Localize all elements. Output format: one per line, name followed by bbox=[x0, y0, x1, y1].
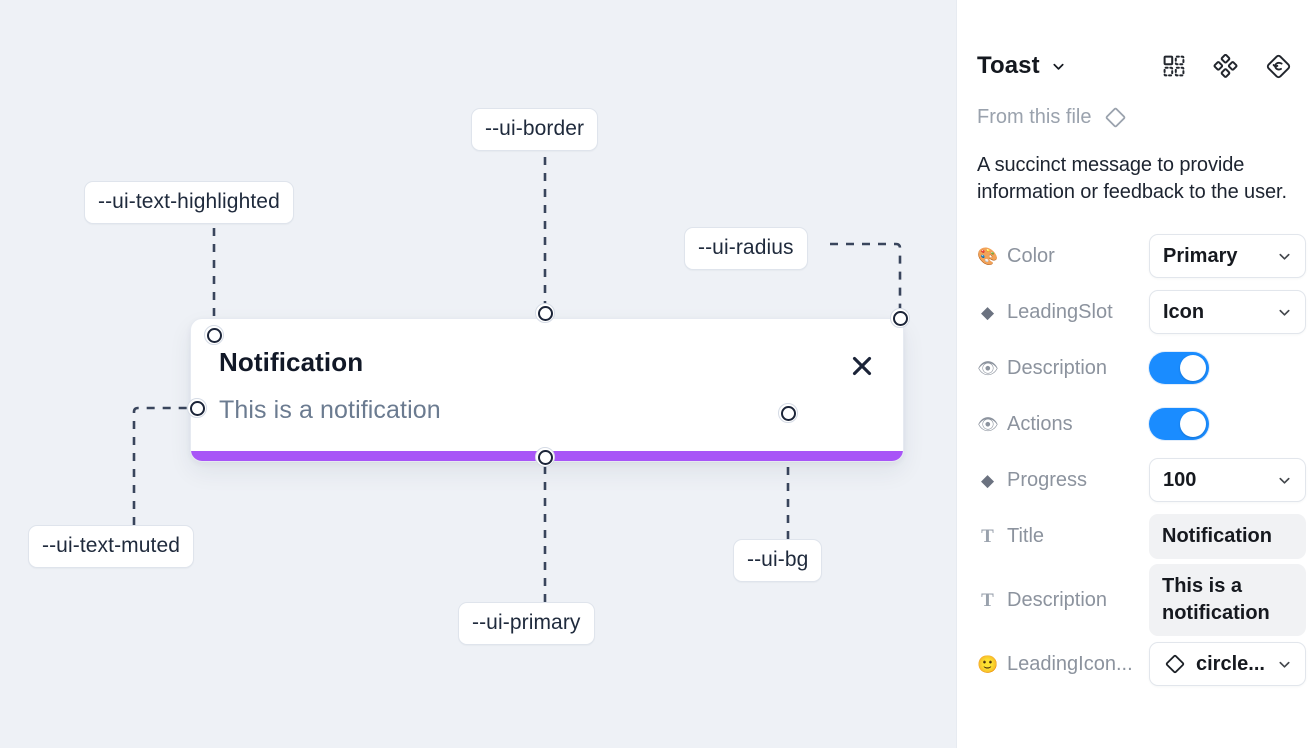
property-row-description-text: T Description This is a notification bbox=[973, 564, 1306, 637]
property-row-progress: ◆ Progress 100 bbox=[973, 452, 1306, 508]
property-label-progress: ◆ Progress bbox=[977, 469, 1149, 492]
color-select-value: Primary bbox=[1163, 244, 1238, 267]
eye-emoji-icon: 👁 bbox=[977, 358, 999, 378]
text-t-icon: T bbox=[981, 589, 994, 611]
toggle-knob bbox=[1180, 355, 1206, 382]
properties-panel: Toast bbox=[956, 0, 1312, 748]
text-t-icon: T bbox=[981, 525, 994, 547]
diamond-icon: ◆ bbox=[980, 302, 995, 322]
title-input[interactable]: Notification bbox=[1149, 513, 1306, 559]
progress-select[interactable]: 100 bbox=[1149, 458, 1306, 503]
property-name: Color bbox=[1007, 244, 1055, 267]
property-name: LeadingSlot bbox=[1007, 300, 1113, 323]
property-name: Description bbox=[1007, 588, 1108, 611]
palette-emoji-icon: 🎨 bbox=[977, 246, 999, 266]
property-name: LeadingIcon... bbox=[1007, 652, 1133, 675]
chevron-down-icon bbox=[1277, 657, 1292, 672]
anchor-ui-primary[interactable] bbox=[535, 447, 555, 467]
property-row-actions-toggle: 👁 Actions bbox=[973, 396, 1296, 452]
property-label-description-text: T Description bbox=[977, 589, 1149, 612]
annotation-pill-ui-border[interactable]: --ui-border bbox=[471, 108, 599, 151]
property-name: Description bbox=[1007, 356, 1108, 379]
annotation-pill-ui-bg[interactable]: --ui-bg bbox=[733, 539, 823, 582]
actions-toggle[interactable] bbox=[1149, 408, 1209, 441]
leadingicon-select-value: circle... bbox=[1196, 652, 1265, 675]
four-diamonds-icon[interactable] bbox=[1213, 53, 1238, 79]
from-this-file-label: From this file bbox=[977, 106, 1092, 128]
annotation-pill-ui-text-muted[interactable]: --ui-text-muted bbox=[28, 525, 195, 568]
diamond-icon bbox=[1163, 652, 1187, 676]
property-label-description-toggle: 👁 Description bbox=[977, 357, 1149, 380]
description-toggle[interactable] bbox=[1149, 352, 1209, 385]
diamond-icon: ◆ bbox=[980, 470, 995, 490]
description-input[interactable]: This is a notification bbox=[1149, 564, 1306, 637]
design-canvas[interactable]: Notification This is a notification --ui… bbox=[0, 0, 956, 748]
annotation-pill-ui-text-highlighted[interactable]: --ui-text-highlighted bbox=[84, 181, 294, 224]
toggle-knob bbox=[1180, 411, 1206, 438]
property-name: Progress bbox=[1007, 468, 1088, 491]
leadingslot-select-value: Icon bbox=[1163, 300, 1205, 323]
reset-diamond-icon[interactable] bbox=[1265, 53, 1292, 80]
eye-emoji-icon: 👁 bbox=[977, 414, 999, 434]
anchor-ui-bg[interactable] bbox=[778, 403, 798, 423]
chevron-down-icon bbox=[1277, 305, 1292, 320]
progress-select-value: 100 bbox=[1163, 468, 1197, 491]
annotation-pill-ui-primary[interactable]: --ui-primary bbox=[458, 602, 595, 645]
property-label-actions: 👁 Actions bbox=[977, 413, 1149, 436]
property-label-leadingicon: 🙂 LeadingIcon... bbox=[977, 653, 1149, 676]
property-row-title: T Title Notification bbox=[973, 508, 1306, 564]
property-name: Actions bbox=[1007, 412, 1073, 435]
annotation-pill-ui-radius[interactable]: --ui-radius bbox=[684, 227, 808, 270]
color-select[interactable]: Primary bbox=[1149, 234, 1306, 279]
toast-title: Notification bbox=[219, 347, 364, 377]
chevron-down-icon bbox=[1277, 473, 1292, 488]
property-name: Title bbox=[1007, 524, 1045, 547]
property-row-leadingicon: 🙂 LeadingIcon... circle... bbox=[973, 636, 1306, 692]
toast-component-preview[interactable]: Notification This is a notification bbox=[190, 318, 904, 462]
chevron-down-icon[interactable] bbox=[1051, 59, 1066, 74]
leadingicon-select[interactable]: circle... bbox=[1149, 642, 1306, 687]
property-row-leadingslot: ◆ LeadingSlot Icon bbox=[973, 284, 1306, 340]
property-row-description-toggle: 👁 Description bbox=[973, 340, 1296, 396]
close-x-icon[interactable] bbox=[847, 351, 877, 381]
toast-description: This is a notification bbox=[219, 396, 441, 424]
smiley-emoji-icon: 🙂 bbox=[977, 654, 999, 674]
panel-title: Toast bbox=[977, 52, 1040, 79]
leadingslot-select[interactable]: Icon bbox=[1149, 290, 1306, 335]
component-grid-icon[interactable] bbox=[1162, 54, 1186, 78]
from-this-file-row: From this file bbox=[973, 80, 1296, 130]
chevron-down-icon bbox=[1277, 249, 1292, 264]
panel-header: Toast bbox=[973, 0, 1296, 80]
property-label-leadingslot: ◆ LeadingSlot bbox=[977, 301, 1149, 324]
anchor-ui-text-highlighted[interactable] bbox=[204, 325, 224, 345]
property-label-color: 🎨 Color bbox=[977, 245, 1149, 268]
diamond-icon bbox=[1103, 105, 1128, 130]
property-label-title: T Title bbox=[977, 525, 1149, 548]
panel-toolbar bbox=[1162, 53, 1292, 80]
anchor-ui-border[interactable] bbox=[535, 303, 555, 323]
property-row-color: 🎨 Color Primary bbox=[973, 228, 1306, 284]
anchor-ui-radius[interactable] bbox=[890, 308, 910, 328]
component-description: A succinct message to provide informatio… bbox=[977, 154, 1287, 204]
anchor-ui-text-muted[interactable] bbox=[187, 398, 207, 418]
property-list: 🎨 Color Primary ◆ LeadingSlot bbox=[973, 206, 1306, 692]
